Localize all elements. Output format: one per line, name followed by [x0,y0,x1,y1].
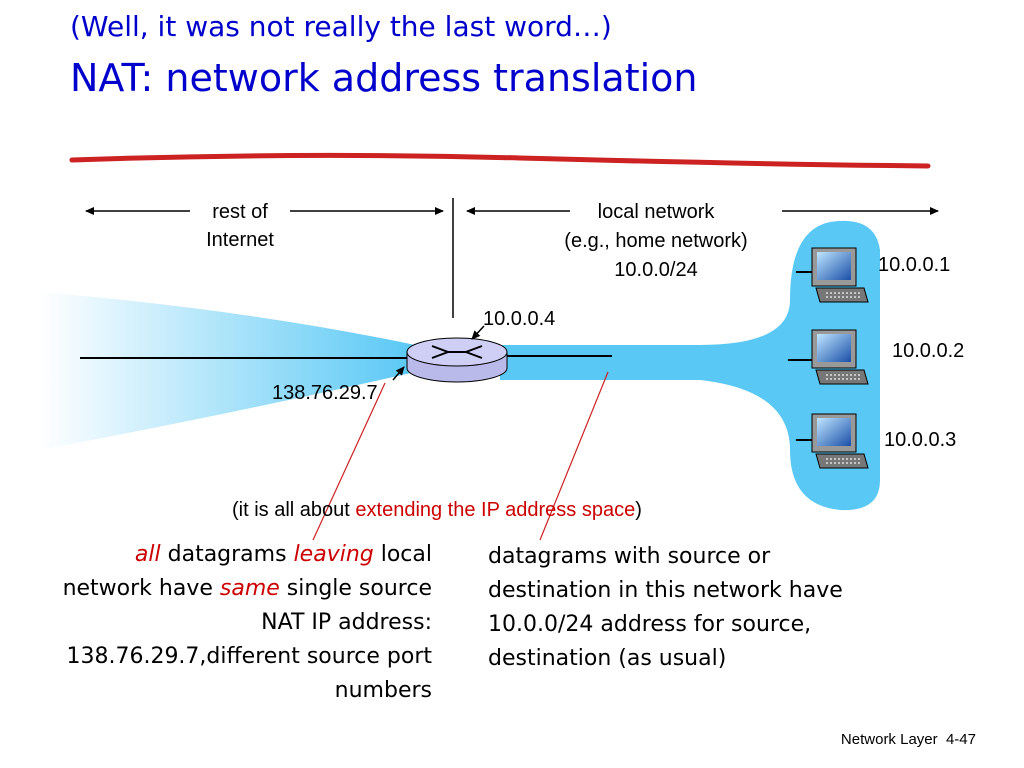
footer-page: 4-47 [945,731,976,748]
host2-ip: 10.0.0.2 [892,340,965,362]
slide-subtitle: (Well, it was not really the last word…) [70,10,612,43]
router-outside-ip: 138.76.29.7 [272,382,378,404]
inside-ip-pointer [471,325,485,340]
computer-icon-1 [811,247,869,303]
footer: Network Layer 4-47 [841,731,976,748]
router-inside-ip: 10.0.0.4 [483,308,556,330]
internet-cloud [40,292,415,450]
caption-highlight: extending the IP address space [355,499,636,521]
rest-label-line2: Internet [206,229,274,251]
outside-ip-pointer [392,366,405,381]
right-callout-line [539,371,609,541]
computer-icon-3 [811,413,869,469]
router-icon [406,337,508,383]
local-network-area [500,220,880,511]
host1-ip: 10.0.0.1 [878,254,951,276]
footer-section: Network Layer [840,731,938,748]
rest-label-line1: rest of [212,201,268,223]
right-note: datagrams with source or destination in … [488,544,843,671]
local-label-line3: 10.0.0/24 [614,259,698,281]
left-callout-line [312,382,386,541]
title-underline [69,152,931,169]
local-label-line1: local network [597,201,715,223]
caption: (it is all about extending the IP addres… [232,499,642,521]
host3-ip: 10.0.0.3 [884,429,957,451]
left-note: all datagrams leaving local network have… [62,542,432,703]
local-label-line2: (e.g., home network) [564,230,748,252]
computer-icon-2 [811,329,869,385]
local-network-label: local network (e.g., home network) 10.0.… [520,198,792,285]
rest-of-internet-label: rest of Internet [190,198,290,254]
slide-title: NAT: network address translation [70,56,698,100]
